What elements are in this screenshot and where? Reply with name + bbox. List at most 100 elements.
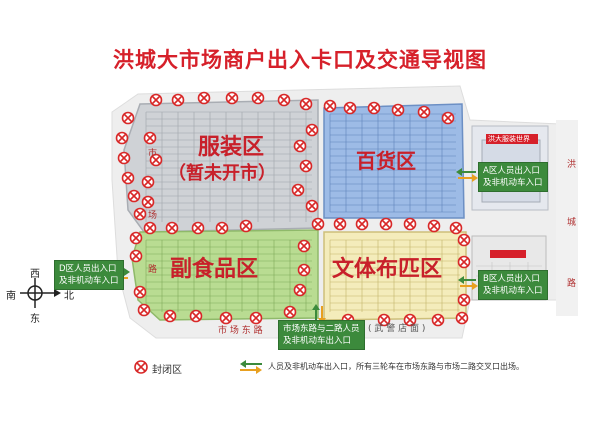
arrow-a-out-head xyxy=(472,174,478,182)
closed-marker xyxy=(189,309,203,323)
closed-marker xyxy=(431,313,445,327)
closed-marker xyxy=(129,231,143,245)
zone-label-textile: 文体布匹区 xyxy=(332,257,443,282)
zone-note-clothing: （暂未开市） xyxy=(168,163,276,184)
closed-marker xyxy=(391,103,405,117)
closed-marker xyxy=(141,175,155,189)
entrance-sign-b-line-1: B区人员出入口 xyxy=(483,274,540,284)
road-label-south-1: 市 xyxy=(148,149,158,159)
closed-marker xyxy=(143,131,157,145)
closed-marker xyxy=(343,101,357,115)
closed-marker xyxy=(299,97,313,111)
closed-marker xyxy=(127,189,141,203)
page-title: 洪城大市场商户出入卡口及交通导视图 xyxy=(113,48,487,72)
entrance-sign-b-line-2: 及非机动车入口 xyxy=(483,286,543,296)
closed-marker xyxy=(215,221,229,235)
road-label-east-3: 路 xyxy=(567,279,577,289)
closed-marker xyxy=(457,233,471,247)
entrance-sign-d: D区人员出入口 及非机动车入口 xyxy=(54,260,124,290)
closed-markers xyxy=(115,91,471,327)
closed-marker xyxy=(225,91,239,105)
closed-marker xyxy=(283,305,297,319)
closed-marker xyxy=(367,101,381,115)
entrance-sign-b: B区人员出入口 及非机动车入口 xyxy=(478,270,548,300)
closed-marker xyxy=(171,93,185,107)
closed-marker xyxy=(115,131,129,145)
closed-marker xyxy=(143,221,157,235)
entrance-sign-c: 市场东路与二路人员 及非机动车出入口 xyxy=(278,320,365,350)
closed-marker xyxy=(133,207,147,221)
closed-marker xyxy=(197,91,211,105)
closed-marker xyxy=(239,219,253,233)
closed-marker xyxy=(129,249,143,263)
closed-marker xyxy=(117,151,131,165)
closed-marker xyxy=(457,293,471,307)
compass-north: 北 xyxy=(64,291,74,302)
legend-closed-text: 封闭区 xyxy=(152,365,182,376)
closed-marker xyxy=(297,263,311,277)
closed-marker xyxy=(165,221,179,235)
closed-marker xyxy=(403,313,417,327)
closed-marker xyxy=(333,217,347,231)
building-sign: 洪大服装世界 xyxy=(488,135,530,143)
closed-marker xyxy=(219,311,233,325)
closed-marker xyxy=(441,111,455,125)
legend-closed-icon xyxy=(134,360,148,374)
road-label-south-2: 场 xyxy=(148,211,158,221)
closed-marker xyxy=(121,111,135,125)
entrance-sign-a-line-2: 及非机动车入口 xyxy=(483,178,543,188)
closed-marker xyxy=(449,221,463,235)
lower-building-sign-bg xyxy=(490,250,526,258)
closed-marker xyxy=(293,139,307,153)
closed-marker xyxy=(133,285,147,299)
closed-marker xyxy=(141,195,155,209)
closed-marker xyxy=(417,105,431,119)
wujing-label: ( 武 警 店 面 ) xyxy=(368,324,426,334)
closed-marker xyxy=(291,183,305,197)
road-label-east-1: 洪 xyxy=(567,160,577,170)
arrow-b-out-head xyxy=(472,282,478,290)
closed-marker xyxy=(323,99,337,113)
closed-marker xyxy=(137,303,151,317)
closed-marker xyxy=(191,221,205,235)
building-sign-bg xyxy=(486,134,538,144)
zone-label-food: 副食品区 xyxy=(170,257,259,282)
closed-marker xyxy=(249,311,263,325)
entrance-sign-c-line-2: 及非机动车出入口 xyxy=(283,336,352,346)
closed-marker xyxy=(149,93,163,107)
closed-marker xyxy=(457,255,471,269)
closed-marker xyxy=(311,217,325,231)
entrance-sign-d-line-2: 及非机动车入口 xyxy=(59,276,119,286)
closed-marker xyxy=(149,153,163,167)
road-label-south-3: 路 xyxy=(148,265,158,275)
entrance-sign-c-line-1: 市场东路与二路人员 xyxy=(283,324,360,334)
entrance-sign-a: A区人员出入口 及非机动车入口 xyxy=(478,162,548,192)
compass-icon xyxy=(20,278,61,308)
closed-marker xyxy=(377,313,391,327)
closed-marker xyxy=(163,309,177,323)
closed-marker xyxy=(427,219,441,233)
arrow-b-in-head xyxy=(458,276,464,284)
closed-marker xyxy=(455,311,469,325)
compass-south: 南 xyxy=(6,291,16,302)
closed-marker xyxy=(299,159,313,173)
road-label-east-2: 城 xyxy=(567,218,577,228)
closed-marker xyxy=(403,217,417,231)
compass-east: 东 xyxy=(30,314,40,325)
arrow-c-in-head xyxy=(312,304,320,310)
closed-marker xyxy=(305,199,319,213)
road-label-bottom: 市 场 东 路 xyxy=(218,326,263,336)
legend-arrow-icon xyxy=(240,360,262,374)
arrow-a-in-head xyxy=(456,168,462,176)
zone-label-clothing: 服装区 xyxy=(198,135,265,160)
entrance-sign-d-line-1: D区人员出入口 xyxy=(59,264,117,274)
arrow-d-in-head xyxy=(124,268,130,276)
closed-marker xyxy=(251,91,265,105)
closed-marker xyxy=(297,239,311,253)
entrance-sign-a-line-1: A区人员出入口 xyxy=(483,166,540,176)
closed-marker xyxy=(121,171,135,185)
closed-marker xyxy=(277,93,291,107)
east-road xyxy=(556,120,578,316)
